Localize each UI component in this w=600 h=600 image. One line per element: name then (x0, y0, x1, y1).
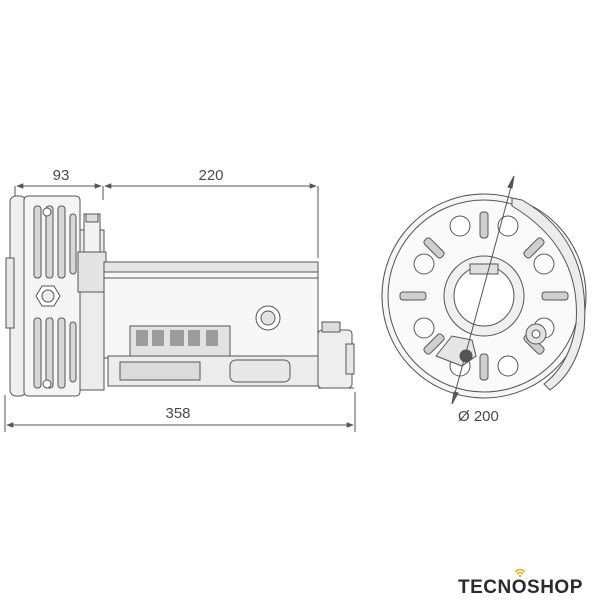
wifi-icon (514, 568, 526, 577)
drum-ribs (33, 205, 77, 389)
drum-bolt-top (42, 207, 52, 217)
side-clamp (511, 197, 586, 391)
dimension-358-label: 358 (165, 405, 190, 422)
motor-side-view (5, 195, 355, 397)
drum-bolt-bottom (42, 379, 52, 389)
diameter-label: Ø 200 (458, 408, 499, 425)
diameter-line (451, 175, 515, 405)
dimension-220-label: 220 (198, 167, 223, 184)
dimension-93-label: 93 (53, 167, 70, 184)
motor-front-view (381, 175, 587, 405)
dimension-220 (104, 183, 319, 258)
holes (413, 215, 555, 377)
brand-text-end: SHOP (527, 577, 583, 598)
brand-text-start: TECN (458, 577, 512, 598)
dimension-358 (4, 392, 356, 432)
brand-o: O (512, 568, 527, 599)
